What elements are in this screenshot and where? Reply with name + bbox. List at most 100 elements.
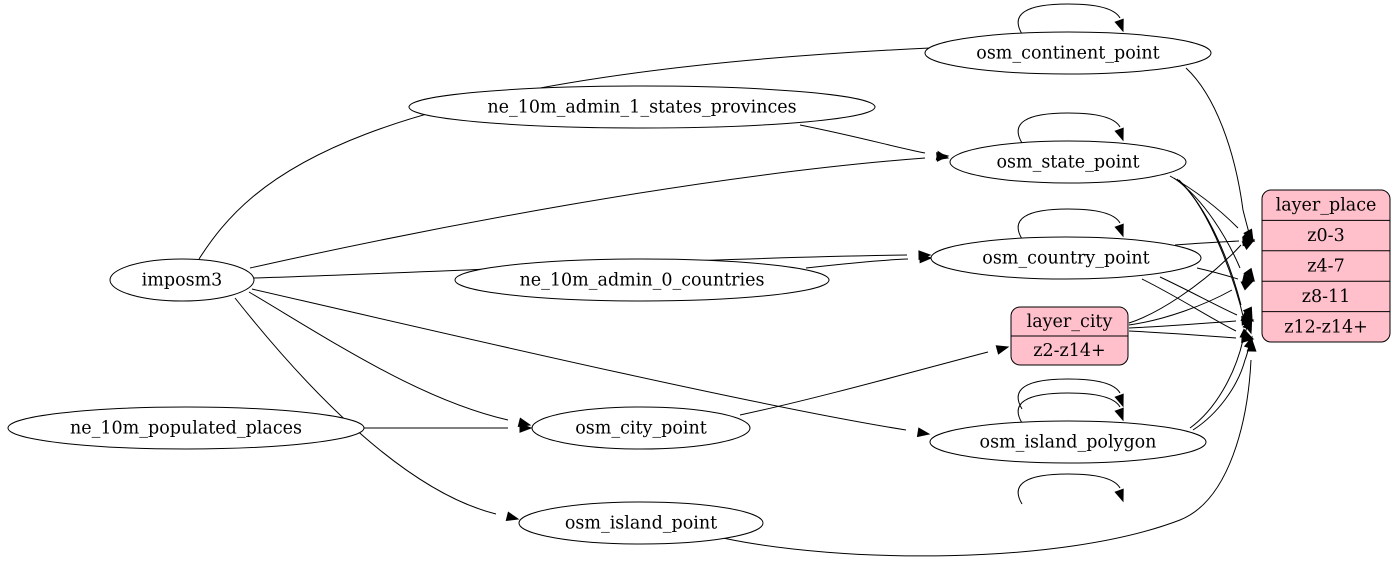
edge-path xyxy=(1017,112,1121,144)
node-shape-ellipse xyxy=(7,406,365,450)
node-label: osm_island_point xyxy=(565,514,717,534)
node-label: ne_10m_admin_1_states_provinces xyxy=(487,98,796,118)
edge-path xyxy=(1192,346,1250,431)
record-row-layer_city-z2[interactable]: z2-z14+ xyxy=(1033,341,1105,361)
arrowhead-icon xyxy=(1114,127,1124,142)
edge-osm_island_point-to-layer_place-z12 xyxy=(722,338,1257,557)
node-label: osm_country_point xyxy=(982,249,1149,269)
record-box xyxy=(1261,189,1391,343)
node-osm_island_polygon[interactable]: osm_island_polygon xyxy=(929,420,1207,464)
node-osm_state_point[interactable]: osm_state_point xyxy=(949,140,1187,184)
edge-imposm3-to-osm_city_point xyxy=(248,291,532,427)
edge-path xyxy=(1141,278,1237,332)
edge-path xyxy=(1128,320,1237,329)
arrowhead-icon xyxy=(1246,338,1257,352)
edge-self-osm_island_polygon xyxy=(1017,392,1124,424)
arrowhead-icon xyxy=(1114,18,1124,33)
node-label: osm_state_point xyxy=(996,153,1139,173)
edge-self-osm_continent_point xyxy=(1017,3,1124,35)
record-row-layer_place-z4[interactable]: z4-7 xyxy=(1307,257,1344,277)
edge-self-osm_island_point xyxy=(1017,473,1124,505)
node-label: ne_10m_populated_places xyxy=(70,419,302,439)
edge-path xyxy=(1017,208,1121,240)
record-row-label: z8-11 xyxy=(1302,287,1351,307)
arrowhead-icon xyxy=(1241,239,1256,251)
record-title: layer_place xyxy=(1276,196,1377,216)
edge-self-osm_city_point xyxy=(1017,378,1124,410)
arrowhead-icon xyxy=(519,423,533,433)
record-row-label: z2-z14+ xyxy=(1033,341,1105,361)
edge-path xyxy=(251,288,907,431)
edge-imposm3-to-osm_state_point xyxy=(249,152,950,269)
record-row-layer_place-z12[interactable]: z12-z14+ xyxy=(1284,317,1368,337)
edge-path xyxy=(1159,276,1238,316)
edge-imposm3-to-osm_continent_point xyxy=(198,43,954,260)
node-ne_10m_admin_0_countries[interactable]: ne_10m_admin_0_countries xyxy=(454,258,830,302)
record-row-layer_place-z8[interactable]: z8-11 xyxy=(1302,287,1351,307)
edge-path xyxy=(1185,67,1250,234)
edge-ne_10m_populated_places-to-osm_city_point xyxy=(364,423,533,433)
edge-layer_city-to-layer_place-z0 xyxy=(1128,239,1256,324)
node-layer: imposm3 ne_10m_populated_places ne_10m_adm… xyxy=(7,31,1212,545)
node-shape-ellipse xyxy=(408,85,876,129)
record-row-layer_place-z0[interactable]: z0-3 xyxy=(1307,226,1344,246)
edge-ne_10m_admin_0_countries-to-osm_country_point xyxy=(805,253,933,269)
record-row-label: z0-3 xyxy=(1307,226,1344,246)
node-label: osm_city_point xyxy=(575,419,707,439)
arrowhead-icon xyxy=(995,345,1010,355)
node-ne_10m_admin_1_states_provinces[interactable]: ne_10m_admin_1_states_provinces xyxy=(408,85,876,129)
node-osm_continent_point[interactable]: osm_continent_point xyxy=(924,31,1212,75)
arrowhead-icon xyxy=(1242,316,1252,331)
node-osm_island_point[interactable]: osm_island_point xyxy=(518,501,764,545)
edge-path xyxy=(198,47,931,260)
node-shape-ellipse xyxy=(109,258,255,302)
arrowhead-icon xyxy=(1114,393,1124,408)
edge-osm_continent_point-to-layer_place-z0 xyxy=(1185,67,1254,243)
node-shape-ellipse xyxy=(518,501,764,545)
arrowhead-icon xyxy=(919,253,933,264)
node-label: ne_10m_admin_0_countries xyxy=(520,271,765,291)
edge-path xyxy=(799,124,926,154)
edge-path xyxy=(1017,392,1121,424)
arrowhead-icon xyxy=(935,150,950,161)
edge-path xyxy=(1128,289,1233,326)
arrowhead-icon xyxy=(505,511,520,521)
edge-path xyxy=(739,351,989,416)
node-osm_country_point[interactable]: osm_country_point xyxy=(930,236,1202,280)
edge-osm_island_polygon-to-layer_place-z8 xyxy=(1189,316,1252,429)
edge-path xyxy=(1189,326,1248,429)
arrowhead-icon xyxy=(1242,306,1253,321)
arrowhead-icon xyxy=(916,427,931,438)
edge-ne_10m_admin_1_states_provinces-to-osm_state_point xyxy=(799,124,950,161)
record-row-label: z4-7 xyxy=(1307,257,1344,277)
arrowhead-icon xyxy=(1114,223,1124,238)
edge-layer_city-to-layer_place-z12 xyxy=(1128,330,1255,344)
arrowhead-icon xyxy=(1114,488,1124,503)
edge-path xyxy=(1196,267,1239,280)
edge-path xyxy=(805,258,909,269)
edge-path xyxy=(248,291,509,421)
node-imposm3[interactable]: imposm3 xyxy=(109,258,255,302)
node-shape-ellipse xyxy=(949,140,1187,184)
edge-osm_state_point-to-layer_place-z0 xyxy=(1169,175,1256,242)
edge-imposm3-to-osm_island_polygon xyxy=(251,288,931,438)
arrowhead-icon xyxy=(1114,407,1124,422)
arrowhead-icon xyxy=(1243,267,1255,282)
edge-path xyxy=(1017,473,1121,505)
record-row-label: z12-z14+ xyxy=(1284,317,1368,337)
node-shape-ellipse xyxy=(531,406,751,450)
node-shape-ellipse xyxy=(929,420,1207,464)
node-label: osm_island_polygon xyxy=(980,433,1157,453)
record-node-layer_place[interactable]: layer_place z0-3 z4-7 z8-11 z12-z14+ xyxy=(1261,189,1391,343)
node-shape-ellipse xyxy=(454,258,830,302)
node-osm_city_point[interactable]: osm_city_point xyxy=(531,406,751,450)
arrowhead-icon xyxy=(1240,280,1255,291)
node-label: osm_continent_point xyxy=(976,44,1159,64)
edge-path xyxy=(1128,330,1237,339)
edge-self-osm_state_point xyxy=(1017,112,1124,144)
node-ne_10m_populated_places[interactable]: ne_10m_populated_places xyxy=(7,406,365,450)
